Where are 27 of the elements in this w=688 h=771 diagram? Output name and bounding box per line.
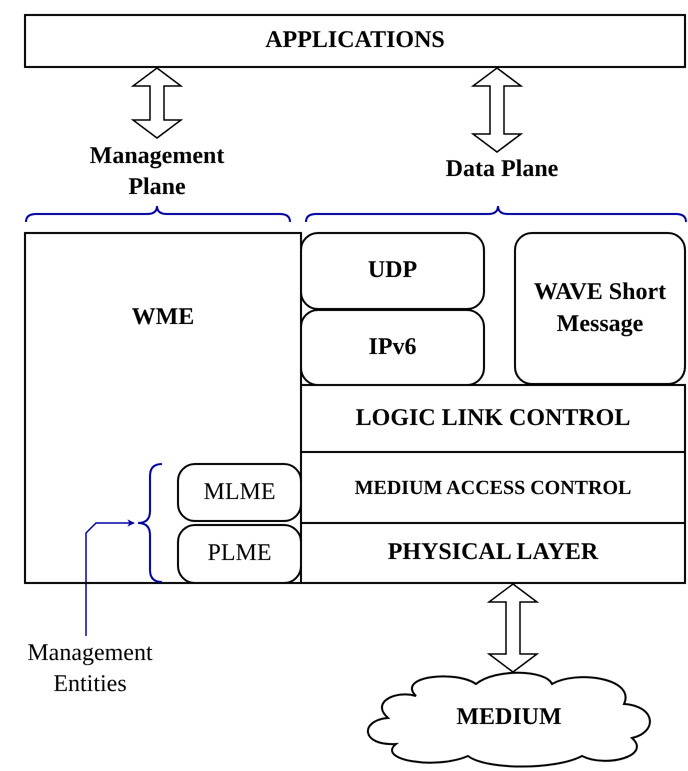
layer-label: PLME bbox=[207, 539, 272, 568]
double-arrow bbox=[470, 67, 524, 153]
layer-label: MEDIUM bbox=[456, 703, 562, 732]
layer-label: LOGIC LINK CONTROL bbox=[356, 404, 630, 433]
leader-line bbox=[85, 519, 135, 636]
layer-label: PHYSICAL LAYER bbox=[388, 538, 598, 568]
protocol-box bbox=[300, 232, 485, 310]
entity-box bbox=[177, 463, 302, 522]
entity-box bbox=[24, 232, 302, 584]
protocol-box bbox=[300, 309, 485, 386]
layer-label: APPLICATIONS bbox=[265, 26, 445, 56]
double-arrow bbox=[486, 583, 540, 673]
plane-heading: Data Plane bbox=[412, 152, 592, 188]
layer-label: UDP bbox=[368, 256, 418, 286]
protocol-box bbox=[514, 232, 686, 385]
layer-label: MLME bbox=[204, 478, 276, 507]
layer-box bbox=[300, 522, 686, 584]
layer-label: IPv6 bbox=[368, 332, 416, 362]
callout-text: Management Entities bbox=[4, 636, 176, 702]
plane-heading: Management Plane bbox=[62, 138, 252, 206]
layer-label: WAVE Short Message bbox=[532, 278, 668, 338]
layer-label: MEDIUM ACCESS CONTROL bbox=[354, 476, 632, 500]
layer-box bbox=[24, 14, 686, 68]
entity-box bbox=[177, 524, 302, 584]
double-arrow bbox=[130, 67, 184, 139]
layer-label: WME bbox=[132, 303, 194, 332]
layer-box bbox=[300, 384, 686, 453]
